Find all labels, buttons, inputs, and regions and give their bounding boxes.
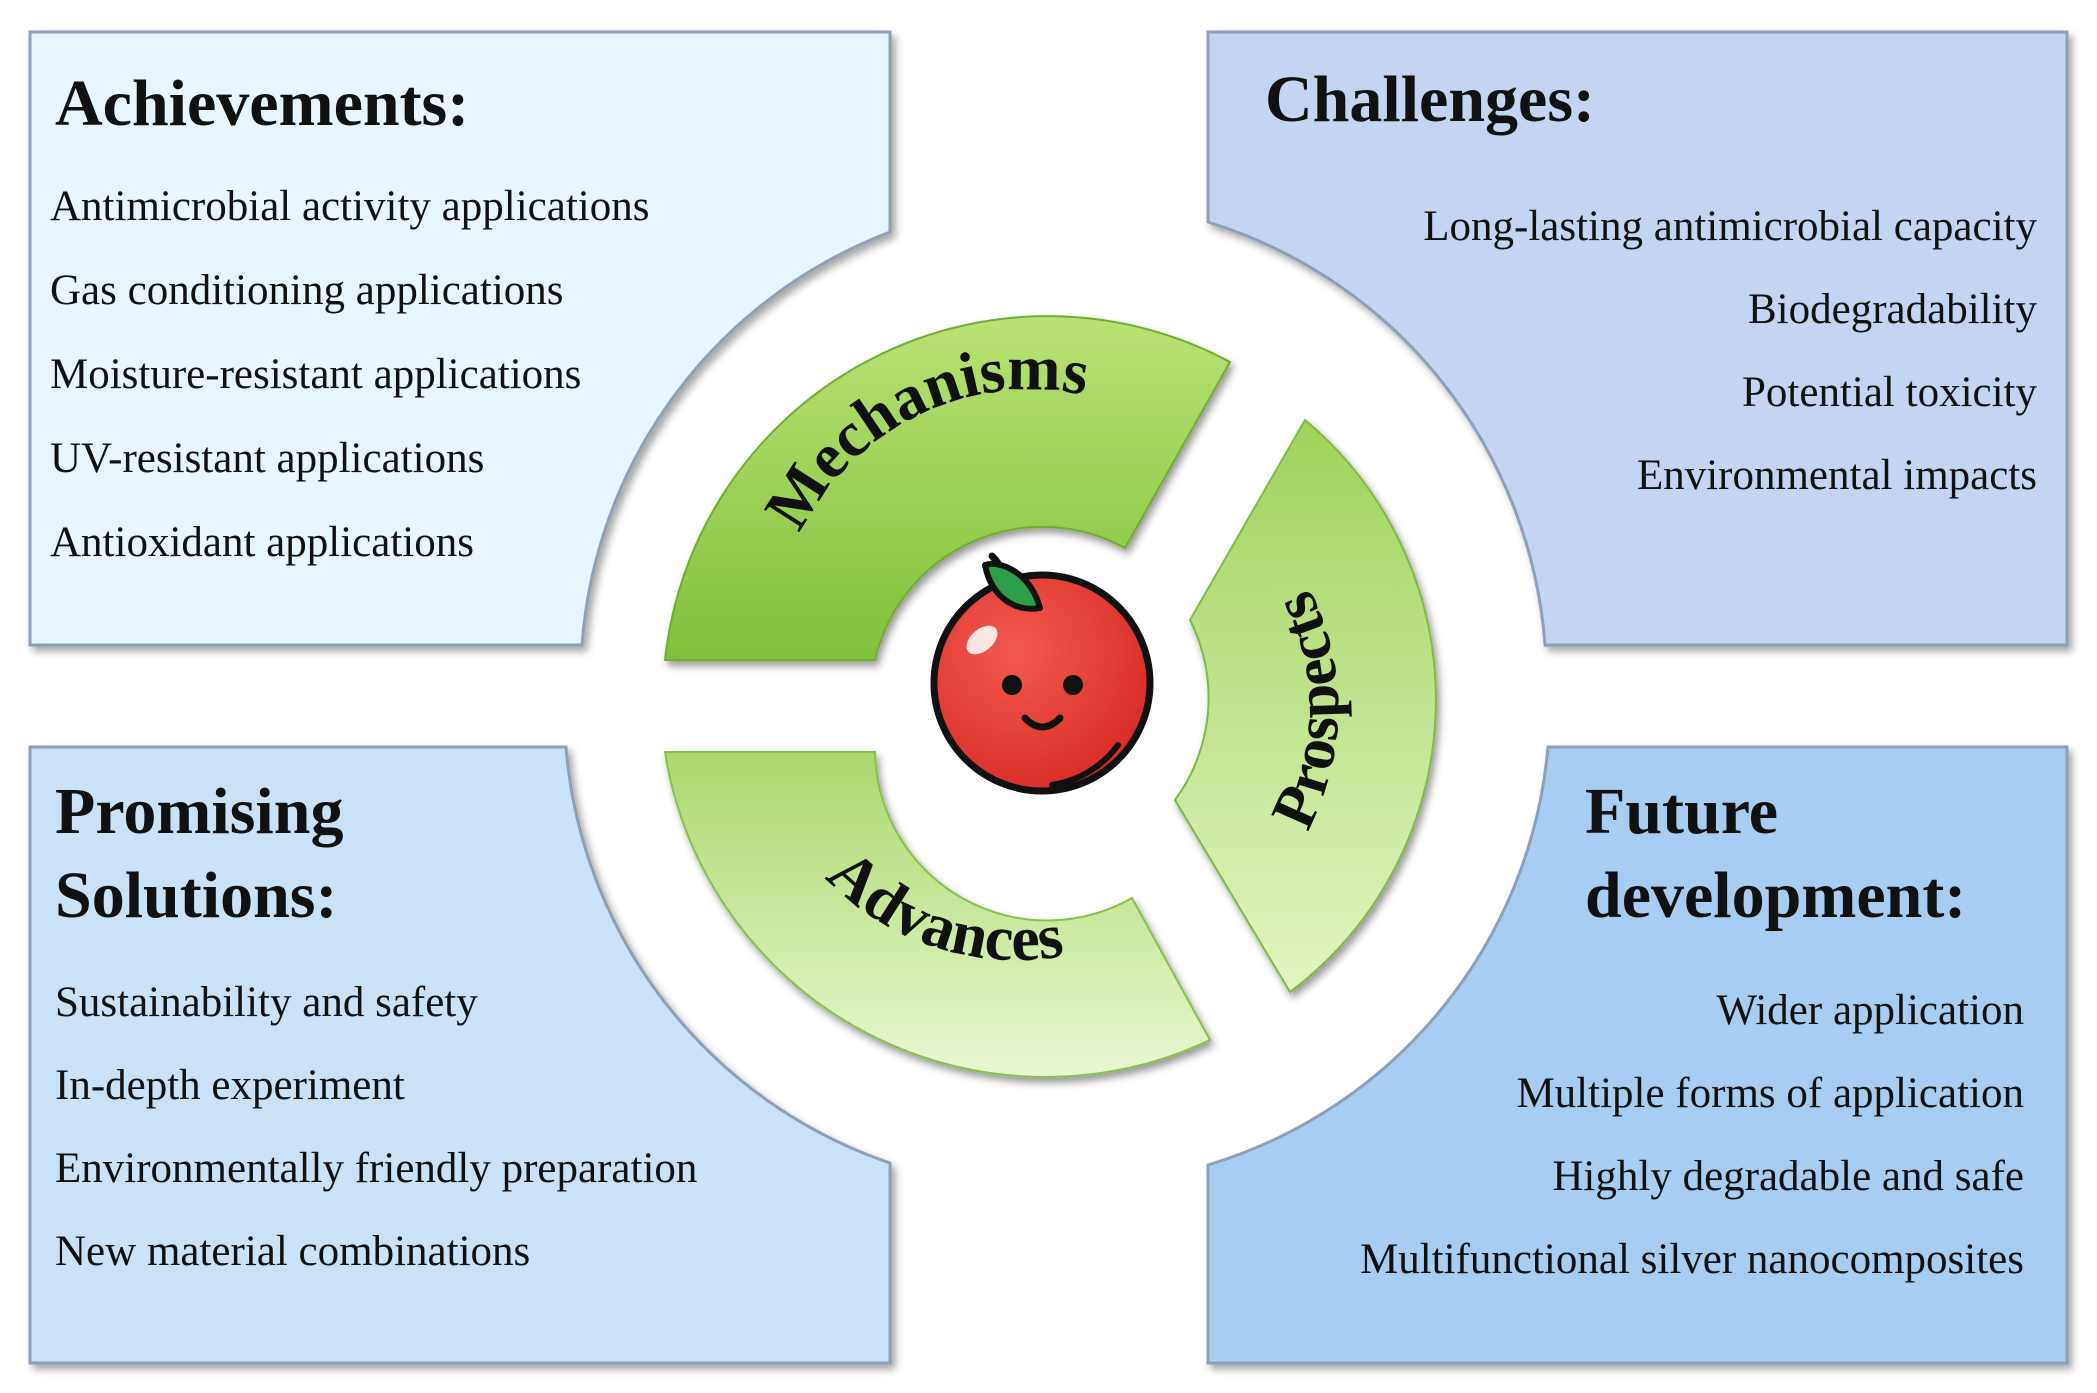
apple-icon (930, 552, 1154, 795)
challenges-box (1206, 30, 2069, 647)
advances-segment (663, 751, 1212, 1078)
future-development-box (1206, 745, 2069, 1365)
challenges-item-2: Biodegradability (1748, 286, 2037, 333)
future-item-2: Multiple forms of application (1516, 1070, 2024, 1117)
achievements-title: Achievements: (55, 67, 470, 140)
challenges-item-3: Potential toxicity (1742, 369, 2037, 416)
achievements-item-1: Antimicrobial activity applications (50, 183, 650, 230)
challenges-item-1: Long-lasting antimicrobial capacity (1423, 203, 2037, 250)
future-item-1: Wider application (1716, 987, 2024, 1034)
future-title-line2: development: (1585, 859, 1967, 932)
achievements-item-2: Gas conditioning applications (50, 267, 564, 314)
solutions-item-3: Environmentally friendly preparation (55, 1145, 698, 1192)
achievements-item-5: Antioxidant applications (50, 519, 474, 566)
solutions-item-2: In-depth experiment (55, 1062, 405, 1109)
future-item-3: Highly degradable and safe (1552, 1153, 2024, 1200)
mechanisms-segment (663, 315, 1232, 661)
solutions-title-line2: Solutions: (55, 859, 338, 932)
achievements-item-3: Moisture-resistant applications (50, 351, 582, 398)
prospects-segment (1173, 418, 1437, 994)
achievements-box (28, 30, 892, 647)
solutions-item-1: Sustainability and safety (55, 979, 478, 1026)
challenges-title: Challenges: (1265, 63, 1595, 136)
future-item-4: Multifunctional silver nanocomposites (1359, 1236, 2024, 1283)
future-title-line1: Future (1585, 775, 1779, 848)
promising-solutions-box (28, 745, 892, 1365)
achievements-item-4: UV-resistant applications (50, 435, 485, 482)
challenges-item-4: Environmental impacts (1636, 452, 2037, 499)
solutions-item-4: New material combinations (55, 1228, 531, 1275)
solutions-title-line1: Promising (55, 775, 344, 848)
